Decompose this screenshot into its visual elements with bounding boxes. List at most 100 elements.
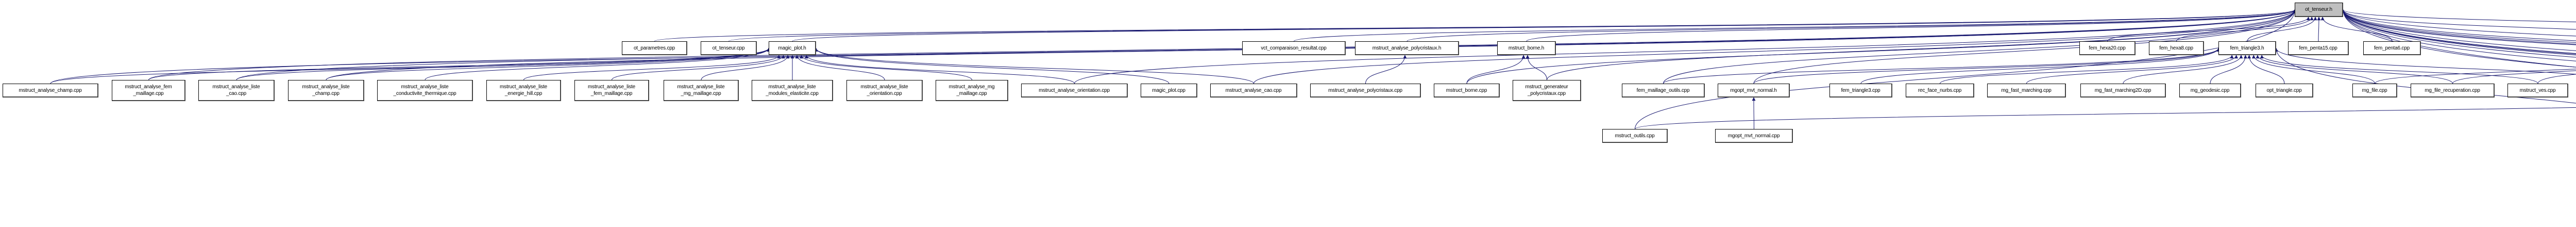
edge-mg-fast-marching2D-cpp-to-fem-triangle3-h bbox=[2123, 55, 2243, 84]
edge-mstruct-analyse-liste-energie-hill-cpp-to-magic-plot-h bbox=[523, 55, 781, 80]
edge-mstruct-analyse-liste-cao-cpp-to-magic-plot-h bbox=[236, 47, 771, 80]
edge-mstruct-outils-cpp-to-root bbox=[1635, 9, 2297, 129]
graph-node-fem-penta15-cpp[interactable]: fem_penta15.cpp bbox=[2288, 41, 2349, 55]
edge-mstruct-outils-cpp-to-fem-maillage-quadratique-outils-h bbox=[1635, 107, 2576, 129]
edge-mg-file-cpp-to-fem-triangle6-h bbox=[2375, 69, 2576, 84]
graph-node-mstruct-analyse-polycristaux-cpp[interactable]: mstruct_analyse_polycristaux.cpp bbox=[1310, 84, 1421, 98]
graph-node-opt-triangle-cpp[interactable]: opt_triangle.cpp bbox=[2256, 84, 2313, 98]
graph-node-magic-plot-h[interactable]: magic_plot.h bbox=[769, 41, 816, 55]
graph-node-mstruct-analyse-cao-cpp[interactable]: mstruct_analyse_cao.cpp bbox=[1210, 84, 1297, 98]
graph-node-mstruct-analyse-liste-champ-cpp[interactable]: mstruct_analyse_liste _champ.cpp bbox=[288, 80, 364, 101]
graph-node-mstruct-borne-cpp[interactable]: mstruct_borne.cpp bbox=[1434, 84, 1500, 98]
graph-node-mg-file-recuperation-cpp[interactable]: mg_file_recuperation.cpp bbox=[2411, 84, 2495, 98]
graph-node-fem-triangle3-cpp[interactable]: fem_triangle3.cpp bbox=[1829, 84, 1892, 98]
graph-node-mstruct-analyse-liste-orientation-cpp[interactable]: mstruct_analyse_liste _orientation.cpp bbox=[846, 80, 923, 101]
edge-mstruct-borne-cpp-to-mstruct-borne-h bbox=[1466, 55, 1526, 84]
edge-mstruct-analyse-cao-cpp-to-magic-plot-h bbox=[814, 47, 1254, 84]
graph-node-mstruct-analyse-mg-maillage-cpp[interactable]: mstruct_analyse_mg _maillage.cpp bbox=[936, 80, 1008, 101]
edge-vct-sommet-h-to-root bbox=[2341, 9, 2576, 55]
edge-mstruct-analyse-mg-maillage-cpp-to-magic-plot-h bbox=[799, 55, 972, 80]
edge-mg-file-recuperation-cpp-to-fem-triangle3-h bbox=[2256, 55, 2453, 84]
graph-node-mg-fast-marching-cpp[interactable]: mg_fast_marching.cpp bbox=[1987, 84, 2066, 98]
edge-mg-file-recuperation-cpp-to-fem-triangle6-h bbox=[2452, 70, 2576, 84]
edge-opt-triangle-cpp-to-fem-triangle3-h bbox=[2247, 55, 2285, 84]
graph-node-mstruct-borne-h[interactable]: mstruct_borne.h bbox=[1497, 41, 1556, 55]
graph-node-mstruct-analyse-liste-mg-maillage-cpp[interactable]: mstruct_analyse_liste _mg_maillage.cpp bbox=[664, 80, 739, 101]
edge-mstruct-analyse-cao-cpp-to-root bbox=[1253, 9, 2297, 84]
edge-magic-plot-h-to-root bbox=[792, 9, 2297, 42]
graph-node-mstruct-analyse-liste-energie-hill-cpp[interactable]: mstruct_analyse_liste _energie_hill.cpp bbox=[486, 80, 561, 101]
graph-node-mgopt-mvt-normal-cpp[interactable]: mgopt_mvt_normal.cpp bbox=[1715, 129, 1793, 143]
edge-mg-geodesic-cpp-to-fem-triangle3-h bbox=[2210, 55, 2247, 84]
graph-node-ot-tenseur-cpp[interactable]: ot_tenseur.cpp bbox=[701, 41, 757, 55]
edge-mgopt-mvt-normal-h-to-fem-triangle3-h bbox=[1753, 47, 2221, 84]
edge-vct-volume-h-to-root bbox=[2341, 9, 2576, 51]
edge-fem-maillage-quadratique-outils-h-to-root bbox=[2341, 9, 2576, 45]
graph-node-fem-hexa8-cpp[interactable]: fem_hexa8.cpp bbox=[2149, 41, 2204, 55]
edge-vct-surface-h-to-root bbox=[2341, 9, 2576, 56]
graph-node-mg-fast-marching2D-cpp[interactable]: mg_fast_marching2D.cpp bbox=[2080, 84, 2166, 98]
edge-fem-maillage-outils-cpp-to-fem-triangle3-h bbox=[1663, 47, 2221, 84]
edge-mstruct-ves-cpp-to-fem-triangle6-h bbox=[2537, 74, 2576, 84]
graph-node-fem-maillage-outils-cpp[interactable]: fem_maillage_outils.cpp bbox=[1622, 84, 1705, 98]
graph-node-ot-parametres-cpp[interactable]: ot_parametres.cpp bbox=[622, 41, 687, 55]
graph-node-mstruct-analyse-orientation-cpp[interactable]: mstruct_analyse_orientation.cpp bbox=[1021, 84, 1128, 98]
graph-node-mstruct-generateur-polycristaux-cpp[interactable]: mstruct_generateur _polycristaux.cpp bbox=[1513, 80, 1581, 101]
edge-mstruct-borne-h-to-root bbox=[1526, 9, 2297, 42]
graph-node-mstruct-analyse-liste-cao-cpp[interactable]: mstruct_analyse_liste _cao.cpp bbox=[198, 80, 275, 101]
edge-fem-triangle3-h-to-root bbox=[2247, 17, 2317, 42]
graph-node-mg-geodesic-cpp[interactable]: mg_geodesic.cpp bbox=[2179, 84, 2241, 98]
edge-mstruct-analyse-liste-orientation-cpp-to-magic-plot-h bbox=[795, 55, 885, 80]
graph-node-mstruct-ves-cpp[interactable]: mstruct_ves.cpp bbox=[2507, 84, 2568, 98]
graph-node-fem-triangle3-h[interactable]: fem_triangle3.h bbox=[2218, 41, 2276, 55]
edge-mstruct-analyse-champ-cpp-to-root bbox=[50, 9, 2297, 84]
edge-mstruct-ves-cpp-to-fem-triangle3-h bbox=[2260, 55, 2538, 84]
edge-vct-point-h-to-root bbox=[2341, 9, 2576, 61]
edge-vct-face-h-to-root bbox=[2341, 9, 2576, 68]
edge-mstruct-analyse-fem-maillage-cpp-to-root bbox=[148, 9, 2297, 80]
graph-node-mstruct-analyse-fem-maillage-cpp[interactable]: mstruct_analyse_fem _maillage.cpp bbox=[112, 80, 185, 101]
edge-vct-arete-h-to-root bbox=[2341, 9, 2576, 54]
graph-node-mg-file-cpp[interactable]: mg_file.cpp bbox=[2352, 84, 2397, 98]
edge-ot-tenseur-cpp-to-root bbox=[728, 9, 2297, 42]
edge-vct-courbe-h-to-root bbox=[2341, 9, 2576, 58]
edge-fem-triangle3-cpp-to-fem-triangle3-h bbox=[1860, 47, 2221, 84]
graph-node-mstruct-analyse-liste-modules-elasticite-cpp[interactable]: mstruct_analyse_liste _modules_elasticit… bbox=[752, 80, 833, 101]
graph-node-vct-comparaison-resultat-cpp[interactable]: vct_comparaison_resultat.cpp bbox=[1242, 41, 1346, 55]
edge-fem-triangle6-h-to-root bbox=[2341, 9, 2576, 30]
edge-mstruct-analyse-orientation-cpp-to-root bbox=[1074, 9, 2297, 84]
graph-node-fem-hexa20-cpp[interactable]: fem_hexa20.cpp bbox=[2079, 41, 2136, 55]
graph-node-mstruct-analyse-liste-fem-maillage-cpp[interactable]: mstruct_analyse_liste _fem_maillage.cpp bbox=[574, 80, 649, 101]
edge-rec-face-nurbs-cpp-to-fem-triangle3-h bbox=[1940, 55, 2234, 84]
edge-mg-file-cpp-to-fem-triangle3-h bbox=[2251, 55, 2375, 84]
graph-node-mstruct-analyse-liste-conductivite-thermique-cpp[interactable]: mstruct_analyse_liste _conductivite_ther… bbox=[377, 80, 473, 101]
edge-mstruct-analyse-orientation-cpp-to-magic-plot-h bbox=[804, 55, 1075, 84]
graph-node-fem-penta6-cpp[interactable]: fem_penta6.cpp bbox=[2363, 41, 2421, 55]
edge-mstruct-analyse-liste-fem-maillage-cpp-to-magic-plot-h bbox=[612, 55, 785, 80]
edge-mstruct-analyse-polycristaux-cpp-to-mstruct-analyse-polycristaux-h bbox=[1365, 55, 1407, 84]
graph-node-mstruct-outils-cpp[interactable]: mstruct_outils.cpp bbox=[1602, 129, 1668, 143]
edge-vct-comparaison-h-to-root bbox=[2341, 9, 2576, 43]
edge-mstruct-generateur-polycristaux-cpp-to-mstruct-borne-h bbox=[1526, 55, 1547, 80]
edge-vct-h-to-root bbox=[2341, 9, 2576, 22]
edge-fem-maillage-quadratique-outils-cpp-to-root bbox=[2341, 9, 2576, 68]
edge-fem-penta6-cpp-to-root bbox=[2320, 17, 2393, 42]
graph-node-rec-face-nurbs-cpp[interactable]: rec_face_nurbs.cpp bbox=[1906, 84, 1974, 98]
edge-fem-hexa8-cpp-to-root bbox=[2176, 17, 2314, 42]
edge-ot-parametres-cpp-to-root bbox=[654, 9, 2296, 42]
edge-mstruct-analyse-polycristaux-h-to-root bbox=[1406, 9, 2297, 42]
graph-root-node: ot_tenseur.h bbox=[2295, 3, 2343, 17]
edge-mstruct-ves-decoup-cpp-to-fem-triangle3-h bbox=[2274, 47, 2576, 75]
graph-node-mstruct-analyse-polycristaux-h[interactable]: mstruct_analyse_polycristaux.h bbox=[1355, 41, 1459, 55]
edge-vct-element-geometrique-h-to-root bbox=[2341, 9, 2576, 41]
edge-mstruct-generateur-polycristaux-cpp-to-root bbox=[1547, 9, 2297, 80]
edge-mgopt-mvt-normal-h-to-root bbox=[1753, 9, 2297, 84]
graph-node-magic-plot-cpp[interactable]: magic_plot.cpp bbox=[1141, 84, 1197, 98]
edge-fem-maillage-outils-cpp-to-root bbox=[1663, 9, 2297, 84]
edge-vct-comparaison-resultat-cpp-to-root bbox=[1294, 9, 2297, 42]
edge-mg-fast-marching-cpp-to-fem-triangle3-h bbox=[2026, 55, 2239, 84]
graph-node-mstruct-analyse-champ-cpp[interactable]: mstruct_analyse_champ.cpp bbox=[3, 84, 98, 98]
graph-node-mgopt-mvt-normal-h[interactable]: mgopt_mvt_normal.h bbox=[1718, 84, 1790, 98]
